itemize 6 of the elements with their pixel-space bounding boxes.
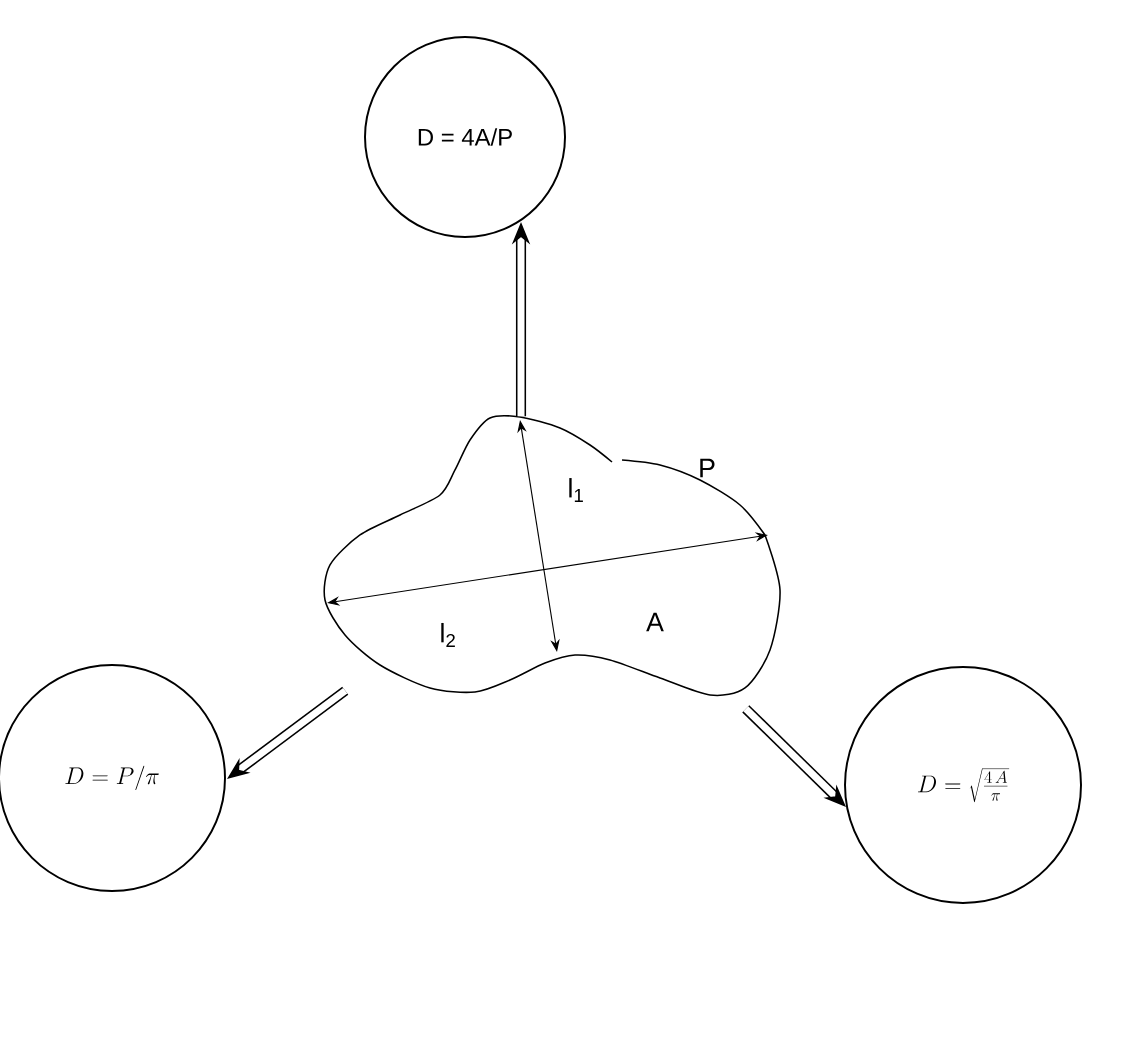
- dimension-label: l$_{2}$: [441, 622, 455, 647]
- double-arrow: [227, 686, 349, 779]
- dimension-label: A: [646, 612, 664, 632]
- dimension-label: P: [700, 458, 715, 478]
- blob-shape: [323, 415, 781, 697]
- dimension-label: l$_{1}$: [569, 478, 583, 502]
